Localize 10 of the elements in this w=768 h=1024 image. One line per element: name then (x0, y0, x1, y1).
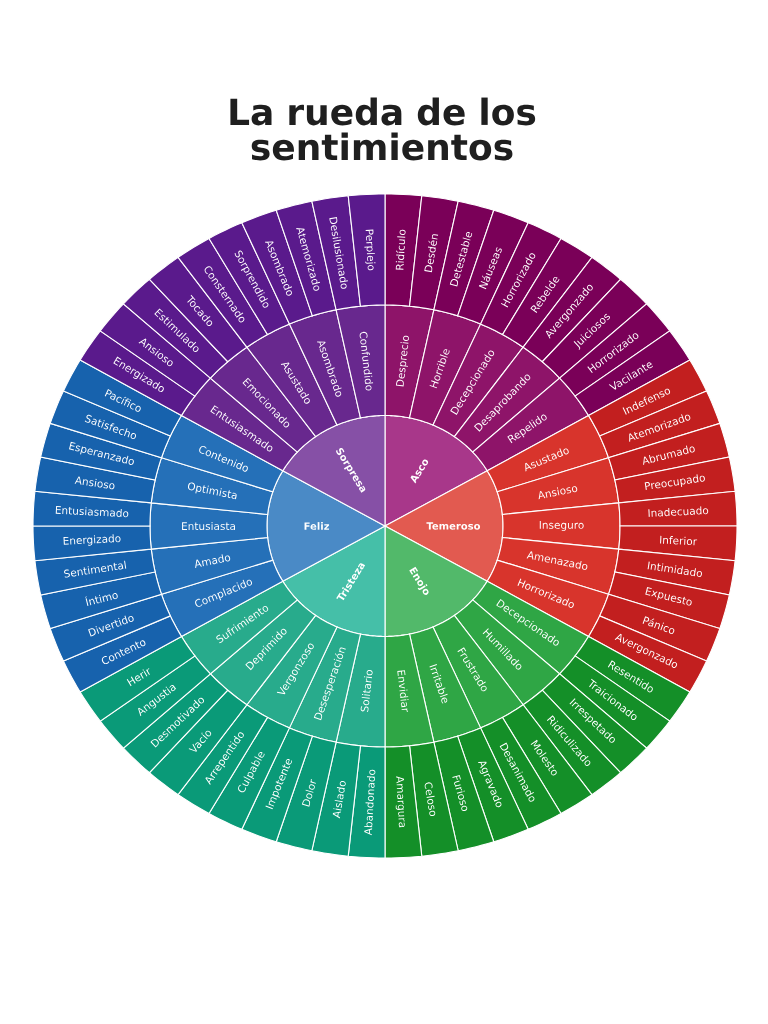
wheel-segment: Inferior (618, 525, 738, 562)
wheel-segment: Amargura (384, 745, 423, 859)
wheel-segment: Entusiasta (149, 502, 269, 550)
wheel-segment: Inadecuado (618, 490, 738, 527)
wheel-segment: Energizado (32, 525, 152, 562)
wheel-segment: Abandonado (347, 745, 386, 859)
wheel-segment: Inseguro (501, 502, 621, 550)
wheel-segment: Entusiasmado (32, 490, 152, 527)
title: La rueda de los sentimientos (230, 97, 536, 161)
wheel-segment: Perplejo (347, 193, 386, 307)
